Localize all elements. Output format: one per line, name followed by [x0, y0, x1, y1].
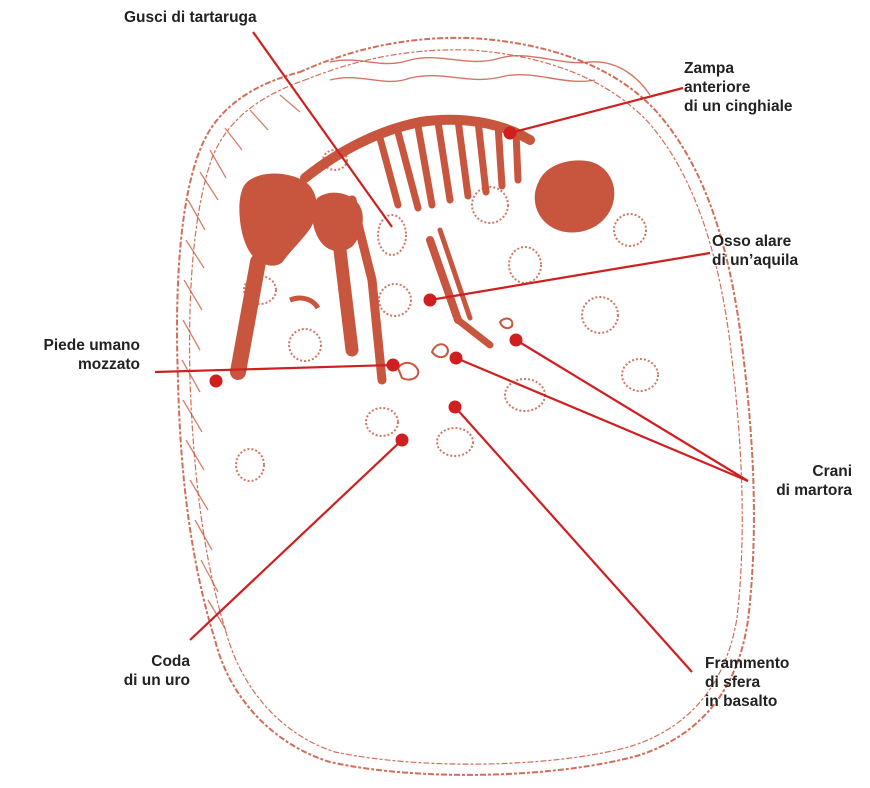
- label-line: Zampa: [684, 59, 793, 78]
- label-line: di un cinghiale: [684, 97, 793, 116]
- label-gusci-di-tartaruga: Gusci di tartaruga: [124, 8, 257, 27]
- marker-dot-coda: [396, 434, 409, 447]
- label-line: anteriore: [684, 78, 793, 97]
- leader-line-coda: [190, 440, 402, 640]
- marker-dot-crani: [450, 352, 463, 365]
- marker-dot-crani: [510, 334, 523, 347]
- label-osso-alare: Osso alare di un’aquila: [712, 232, 798, 270]
- label-line: Piede umano: [20, 336, 140, 355]
- label-line: Crani: [742, 462, 852, 481]
- label-line: Coda: [90, 652, 190, 671]
- label-line: Gusci di tartaruga: [124, 8, 257, 27]
- label-line: di un’aquila: [712, 251, 798, 270]
- label-line: Osso alare: [712, 232, 798, 251]
- label-zampa-cinghiale: Zampa anteriore di un cinghiale: [684, 59, 793, 116]
- leader-line-gusci: [253, 32, 392, 227]
- label-frammento-sfera: Frammento di sfera in basalto: [705, 654, 789, 711]
- label-line: di sfera: [705, 673, 789, 692]
- leader-line-crani: [456, 358, 748, 481]
- leader-line-piede: [155, 365, 393, 372]
- leader-line-osso: [430, 253, 710, 300]
- label-line: Frammento: [705, 654, 789, 673]
- label-coda-uro: Coda di un uro: [90, 652, 190, 690]
- label-line: mozzato: [20, 355, 140, 374]
- leader-line-frammento: [455, 407, 692, 672]
- leader-line-zampa: [510, 88, 683, 133]
- marker-dot-zampa: [504, 127, 517, 140]
- marker-dot-osso: [424, 294, 437, 307]
- label-line: in basalto: [705, 692, 789, 711]
- marker-dot-frammento: [449, 401, 462, 414]
- label-crani-martora: Crani di martora: [742, 462, 852, 500]
- label-line: di un uro: [90, 671, 190, 690]
- marker-dot-piede: [387, 359, 400, 372]
- label-line: di martora: [742, 481, 852, 500]
- label-piede-umano: Piede umano mozzato: [20, 336, 140, 374]
- leader-line-crani: [516, 340, 748, 481]
- marker-dot-piede: [210, 375, 223, 388]
